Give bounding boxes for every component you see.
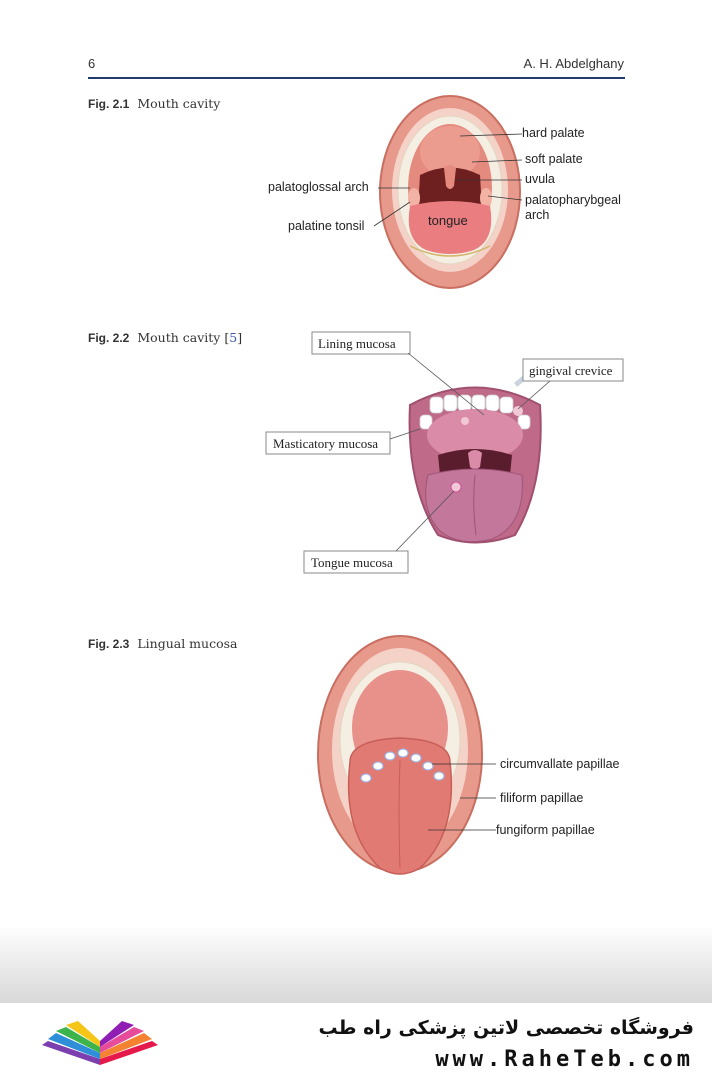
- label-palatoglossal-arch: palatoglossal arch: [268, 180, 369, 194]
- footer-store-name: فروشگاه تخصصی لاتین پزشکی راه طب: [318, 1017, 694, 1039]
- label-fungiform-papillae: fungiform papillae: [496, 823, 595, 837]
- label-palatopharyngeal-arch-line2: arch: [525, 208, 549, 222]
- label-palatine-tonsil: palatine tonsil: [288, 219, 364, 233]
- open-book-logo: [42, 1021, 158, 1065]
- label-tongue: tongue: [428, 213, 468, 228]
- label-palatopharyngeal-arch-line1: palatopharybgeal: [525, 193, 621, 207]
- footer-banner: فروشگاه تخصصی لاتین پزشکی راه طب www.Rah…: [0, 1003, 712, 1079]
- figure-caption-2-3: Fig. 2.3 Lingual mucosa: [88, 636, 237, 651]
- header-rule: [88, 77, 625, 79]
- label-gingival-crevice: gingival crevice: [529, 363, 613, 378]
- label-soft-palate: soft palate: [525, 152, 583, 166]
- figure-number: Fig. 2.1: [88, 97, 130, 111]
- label-lining-mucosa: Lining mucosa: [318, 336, 396, 351]
- figure-title: Mouth cavity: [137, 96, 221, 111]
- label-filiform-papillae: filiform papillae: [500, 791, 583, 805]
- figure-title: Mouth cavity: [137, 330, 221, 345]
- page-number: 6: [88, 56, 96, 71]
- running-head-author: A. H. Abdelghany: [523, 56, 624, 71]
- mouth-cavity-illustration: hard palate soft palate uvula palatophar…: [268, 95, 621, 289]
- figure-number: Fig. 2.3: [88, 637, 130, 651]
- mouth-cavity-mucosa-illustration: Lining mucosa gingival crevice Masticato…: [265, 331, 624, 574]
- label-hard-palate: hard palate: [522, 126, 585, 140]
- figure-reference: 5: [229, 330, 238, 345]
- label-uvula: uvula: [525, 172, 555, 186]
- figure-title: Lingual mucosa: [137, 636, 238, 651]
- figure-number: Fig. 2.2: [88, 331, 130, 345]
- figure-caption-2-1: Fig. 2.1 Mouth cavity: [88, 96, 220, 111]
- label-tongue-mucosa: Tongue mucosa: [311, 555, 393, 570]
- scan-shadow: [0, 925, 712, 1003]
- label-circumvallate-papillae: circumvallate papillae: [500, 757, 620, 771]
- footer-website-link[interactable]: www.RaheTeb.com: [435, 1047, 694, 1072]
- label-masticatory-mucosa: Masticatory mucosa: [273, 436, 378, 451]
- lingual-mucosa-illustration: circumvallate papillae filiform papillae…: [317, 635, 620, 875]
